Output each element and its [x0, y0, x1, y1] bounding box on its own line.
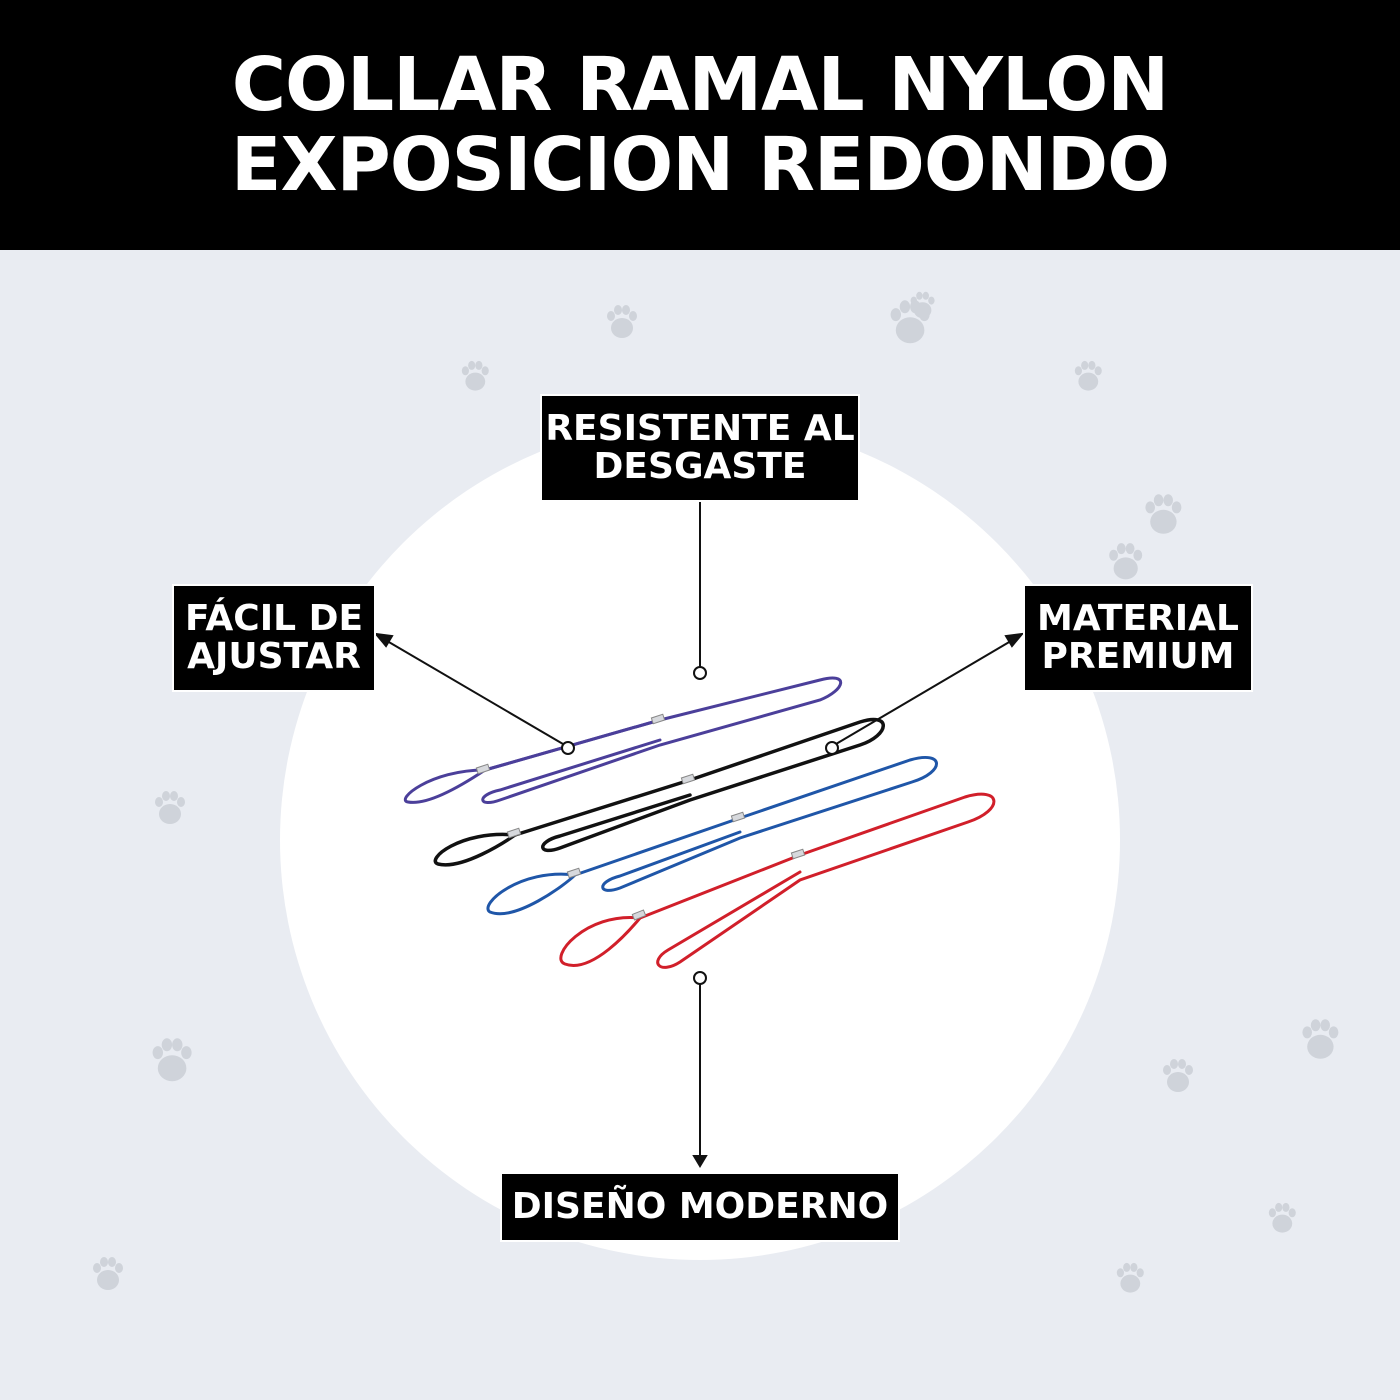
callout-pointers [373, 500, 1025, 1168]
paw-print-icon [150, 1037, 194, 1084]
paw-print-icon [91, 1256, 125, 1292]
paw-print-icon [1107, 542, 1144, 582]
title-line-2: EXPOSICION REDONDO [230, 122, 1170, 208]
callout-diseno: DISEÑO MODERNO [502, 1174, 898, 1240]
paw-print-icon [460, 360, 491, 392]
paw-print-icon [1115, 1262, 1146, 1294]
paw-print-icon [153, 790, 187, 826]
callout-material-line1: MATERIAL [1037, 598, 1239, 639]
paw-print-icon [1073, 360, 1104, 392]
paw-print-icon [1300, 1018, 1341, 1061]
red-leash [559, 792, 996, 969]
black-leash [433, 717, 885, 867]
callout-resistente-line2: DESGASTE [593, 446, 807, 487]
title-line-1: COLLAR RAMAL NYLON [231, 42, 1169, 128]
callout-material-line2: PREMIUM [1041, 636, 1235, 677]
callout-facil-line2: AJUSTAR [187, 636, 361, 677]
purple-leash [404, 676, 843, 805]
callout-facil-line1: FÁCIL DE [184, 598, 364, 639]
paw-print-icon [1143, 493, 1184, 536]
paw-print-icon [605, 304, 639, 340]
paw-print-icon [909, 291, 936, 320]
callout-resistente: RESISTENTE AL DESGASTE [542, 396, 858, 500]
paw-print-icon [1267, 1202, 1298, 1234]
paw-print-icon [1161, 1058, 1195, 1094]
callout-material: MATERIAL PREMIUM [1025, 586, 1251, 690]
header-banner: COLLAR RAMAL NYLON EXPOSICION REDONDO [0, 0, 1400, 250]
callout-diseno-line1: DISEÑO MODERNO [511, 1186, 889, 1227]
callout-facil: FÁCIL DE AJUSTAR [174, 586, 374, 690]
callout-resistente-line1: RESISTENTE AL [545, 408, 855, 449]
blue-leash [486, 755, 938, 916]
leash-rings [475, 713, 806, 921]
